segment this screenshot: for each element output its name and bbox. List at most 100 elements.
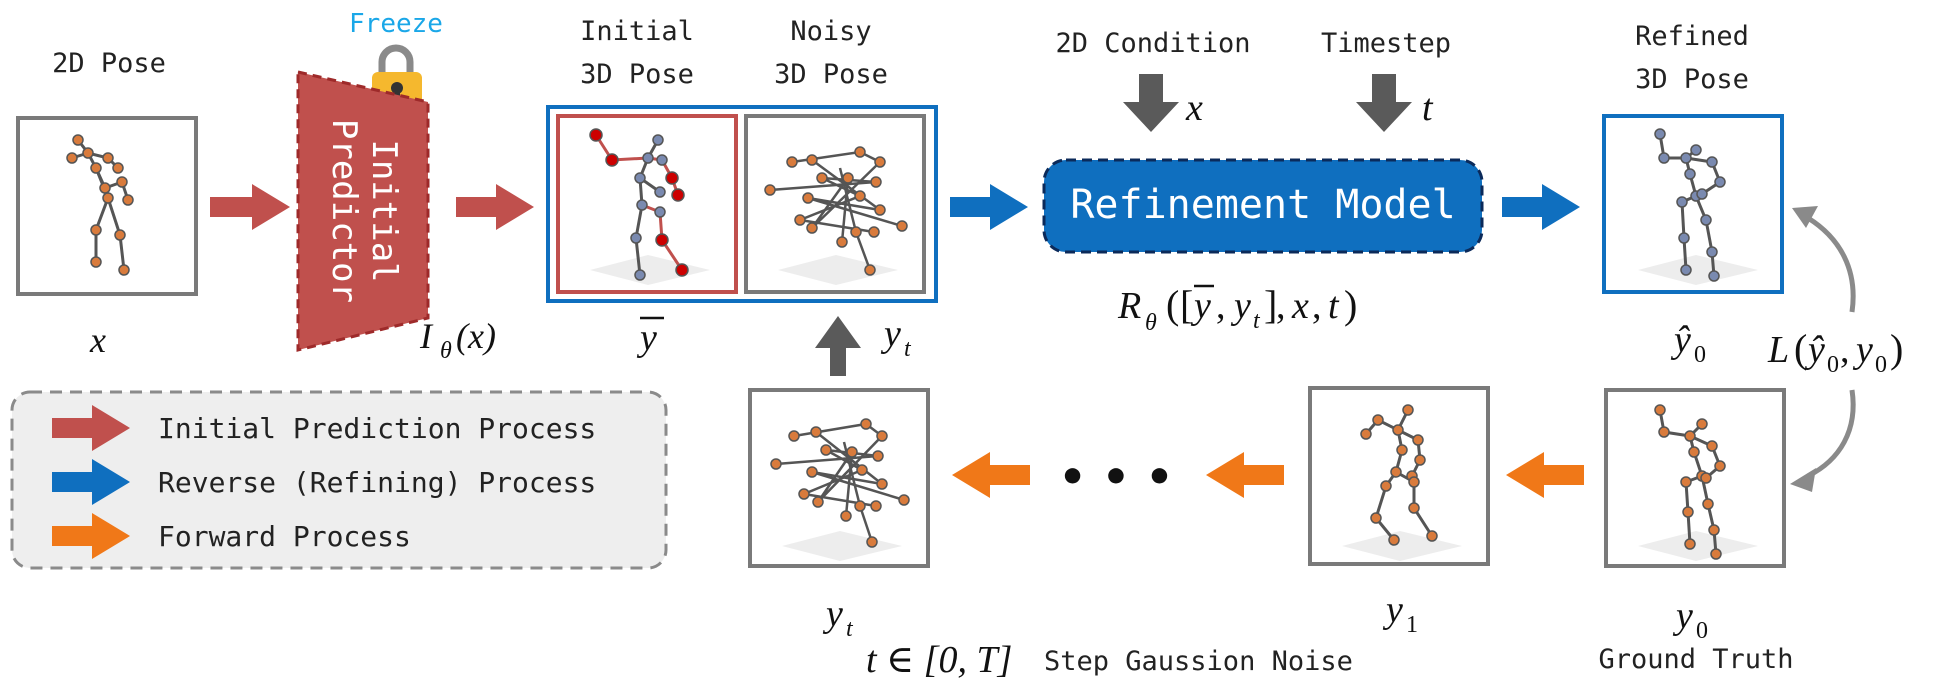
skeleton-noisy-3d-joints [764,146,908,276]
math-R-t: t [1328,285,1340,327]
math-yt-bottom: y t [822,593,854,642]
math-R-ybar: y [1190,285,1211,327]
math-yhat-sub: 0 [1694,342,1706,368]
arrow-gray-timestep [1356,74,1412,132]
math-loss-y0-sub: 0 [1875,352,1887,378]
label-ground-truth: Ground Truth [1598,644,1793,675]
label-timestep: Timestep [1321,28,1451,59]
skeleton-initial-3d-joints [589,128,689,281]
legend-arrow-red [52,405,130,451]
math-I: I [419,316,434,356]
skeleton-2d-joints [66,134,134,276]
arrow-gray-cond [1123,74,1179,132]
ground-plane-gt [1638,531,1758,561]
loss-curved-arrows [1790,206,1856,492]
label-step-noise: Step Gaussion Noise [1044,646,1353,677]
math-yt-bottom-sub: t [846,616,854,642]
label-noisy-3d-line1: Noisy [790,16,871,47]
ground-plane-initial [590,255,710,285]
label-noisy-3d-line2: 3D Pose [774,59,888,90]
arrow-blue-2 [1502,184,1580,230]
math-y0-sub: 0 [1696,618,1708,644]
svg-text:,: , [1276,285,1286,327]
math-R-sub: θ [1145,310,1157,336]
ground-plane-y1 [1342,531,1462,561]
math-cond-x: x [1185,87,1203,129]
math-t-range: t ∈ [0, T] [866,639,1012,681]
svg-text:): ) [1890,326,1903,371]
legend-arrow-blue [52,459,130,505]
math-y-bar: y [636,316,664,359]
legend-arrow-orange [52,513,130,559]
svg-text:,: , [1216,285,1226,327]
svg-text:): ) [1344,282,1357,327]
math-I-arg: (x) [456,316,496,356]
predictor-label-initial: Initial [364,139,404,282]
arrow-red-2 [456,184,534,230]
math-R-x: x [1291,285,1309,327]
skeleton-y1-joints [1360,404,1438,546]
label-freeze: Freeze [349,9,443,39]
math-yt-bottom-letter: y [822,593,843,635]
svg-text:,: , [1312,285,1322,327]
svg-text:(: ( [1166,282,1179,327]
arrow-blue-1 [950,184,1028,230]
math-loss-y0: y [1852,329,1873,371]
ellipsis: • • • [1058,452,1173,503]
predictor-label-predictor: Predictor [324,119,364,303]
arrow-gray-up [815,316,861,376]
svg-text:[: [ [1180,282,1193,327]
skeleton-ground-truth-joints [1654,404,1726,560]
label-2d-pose: 2D Pose [52,48,166,79]
math-R: R [1117,285,1141,327]
math-I-sub: θ [440,338,452,364]
math-L: L [1767,329,1789,371]
math-R-yt: y [1230,285,1251,327]
legend-label-initial: Initial Prediction Process [158,412,596,445]
math-y-t-top: y t [880,313,912,362]
math-y1-sub: 1 [1406,612,1418,638]
legend-label-forward: Forward Process [158,520,411,553]
math-loss: L ( ŷ 0 , y 0 ) [1767,326,1903,378]
label-initial-3d-line1: Initial [580,16,694,47]
arrow-orange-1 [1506,452,1584,498]
math-yhat-letter: ŷ [1670,319,1691,361]
label-refined-line1: Refined [1635,21,1749,52]
predictor-label-group: Initial Predictor [324,119,404,303]
label-2d-condition: 2D Condition [1055,28,1250,59]
math-refine-formula: R θ ( [ y , y t ] , x , t ) [1117,282,1357,336]
math-y1-letter: y [1382,589,1403,631]
pose-pair-frame [546,105,938,303]
math-predictor-fn: I θ (x) [419,316,496,364]
initial-predictor-block [296,70,430,352]
refinement-model-block [1042,158,1484,254]
skeleton-refined-joints [1654,128,1726,282]
svg-text:]: ] [1264,282,1277,327]
math-y-t-sub: t [904,336,912,362]
math-y0-letter: y [1672,595,1693,637]
arrow-red-1 [210,184,290,230]
math-x-input: x [89,320,106,360]
math-y-t-letter: y [880,313,901,355]
input-2d-pose-box [16,116,198,296]
math-y-bar-letter: y [636,317,657,359]
arrow-orange-3 [952,452,1030,498]
ground-plane-noisy [778,255,898,285]
label-initial-3d-line2: 3D Pose [580,59,694,90]
svg-text:(: ( [1794,326,1807,371]
legend-label-reverse: Reverse (Refining) Process [158,466,596,499]
math-loss-yhat-sub: 0 [1827,352,1839,378]
legend-box [10,390,668,570]
math-y1: y 1 [1382,589,1418,638]
arrow-orange-2 [1206,452,1284,498]
svg-text:,: , [1840,329,1850,371]
math-R-yt-sub: t [1253,308,1261,334]
math-y0-bottom: y 0 [1672,595,1708,644]
label-refinement-model: Refinement Model [1070,182,1455,228]
math-y-hat-0: ŷ 0 [1670,319,1706,368]
skeleton-yt-bottom-joints [770,418,910,548]
label-refined-line2: 3D Pose [1635,64,1749,95]
math-cond-t: t [1422,87,1434,129]
ground-plane-yt [782,531,902,561]
